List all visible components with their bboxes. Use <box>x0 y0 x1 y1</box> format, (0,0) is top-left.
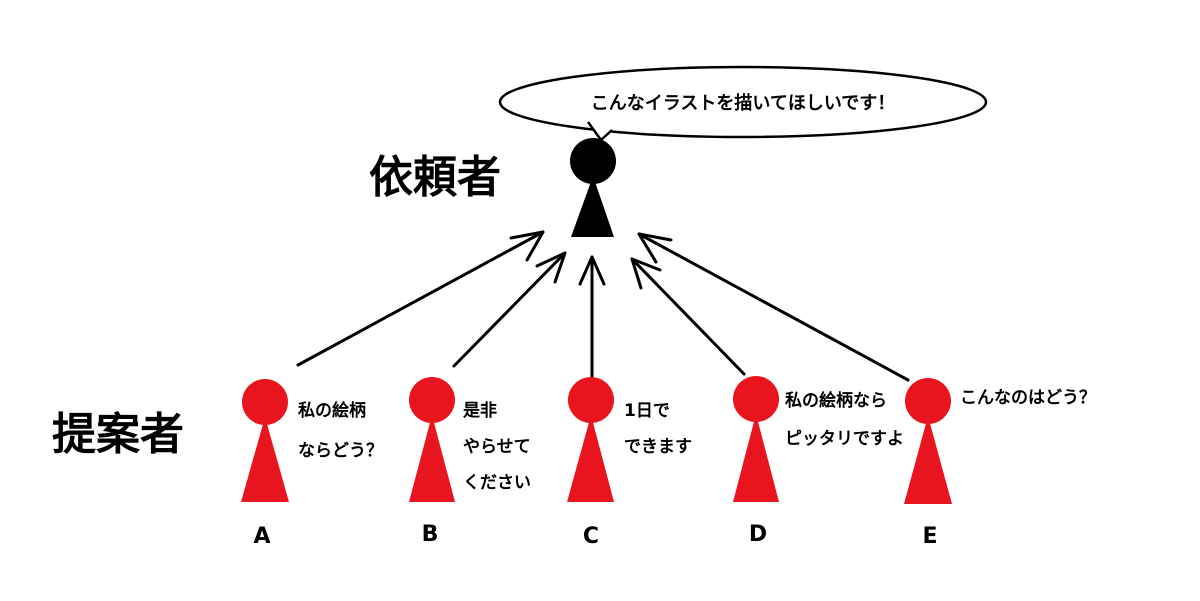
proposer-body <box>904 416 952 504</box>
proposer-d: 私の絵柄なら ピッタリですよ D <box>733 376 904 547</box>
proposer-d-message-line-2: ピッタリですよ <box>785 429 904 449</box>
proposer-body <box>567 415 614 502</box>
proposer-e-message-line-1: こんなのはどう？ <box>960 388 1096 408</box>
proposer-head <box>905 378 951 424</box>
proposer-c-message-line-1: 1日で <box>624 401 670 421</box>
arrow-c <box>578 255 606 379</box>
proposer-head <box>733 376 779 422</box>
proposer-body <box>409 415 455 502</box>
requester-body <box>571 176 614 237</box>
requester-figure <box>570 138 616 237</box>
speech-bubble-text: こんなイラストを描いてほしいです！ <box>591 92 896 114</box>
proposer-c-message-line-2: できます <box>624 437 692 457</box>
proposer-b-message-line-3: ください <box>463 473 531 493</box>
proposer-d-letter: D <box>749 522 767 547</box>
arrow-e <box>637 232 910 382</box>
proposer-label: 提案者 <box>52 409 184 460</box>
speech-bubble: こんなイラストを描いてほしいです！ <box>498 65 988 142</box>
proposer-a: 私の絵柄 ならどう？ A <box>241 379 383 549</box>
arrows <box>296 230 910 382</box>
proposer-e: こんなのはどう？ E <box>904 378 1096 549</box>
proposer-a-message-line-1: 私の絵柄 <box>298 400 366 421</box>
proposer-head <box>409 377 455 423</box>
proposer-b-letter: B <box>422 522 439 547</box>
arrow-d <box>630 257 746 376</box>
proposer-body <box>241 417 289 502</box>
requester-head <box>570 138 616 184</box>
proposer-head <box>242 379 288 425</box>
proposer-a-letter: A <box>253 524 270 549</box>
proposer-b-message-line-2: やらせて <box>463 437 531 457</box>
proposer-b: 是非 やらせて ください B <box>409 377 531 547</box>
proposer-a-message-line-2: ならどう？ <box>298 441 383 461</box>
proposer-c-letter: C <box>583 524 599 549</box>
arrow-a <box>296 230 545 367</box>
requester-label: 依頼者 <box>369 152 501 203</box>
arrow-b <box>452 251 567 368</box>
proposer-c: 1日で できます C <box>567 377 692 549</box>
proposer-body <box>733 414 779 502</box>
proposer-b-message-line-1: 是非 <box>463 400 497 421</box>
proposer-d-message-line-1: 私の絵柄なら <box>785 390 887 411</box>
proposer-head <box>568 377 614 423</box>
proposer-e-letter: E <box>922 524 937 549</box>
